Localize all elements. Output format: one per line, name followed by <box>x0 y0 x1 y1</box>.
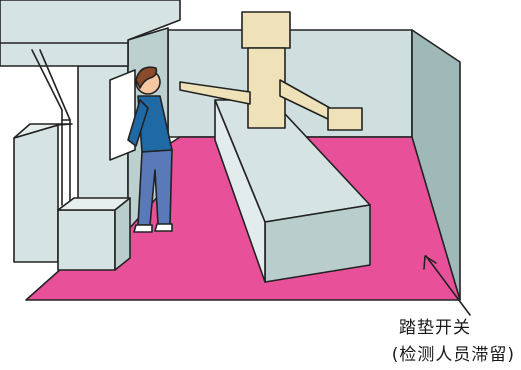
machine-top <box>0 0 181 67</box>
cabinet-left <box>13 124 59 263</box>
rail-1 <box>31 49 63 111</box>
cabinet-front <box>57 209 116 271</box>
pointer-line <box>425 255 471 316</box>
cabinet-front-side <box>114 197 131 271</box>
person-hair <box>135 66 158 89</box>
robot-arm-left <box>179 81 251 105</box>
rail-2 <box>39 49 71 121</box>
robot-head <box>241 11 291 49</box>
bed-side <box>214 99 266 283</box>
person-shoe-left <box>133 224 153 233</box>
person-shoe-right <box>154 223 173 232</box>
robot-gripper <box>327 107 363 131</box>
pointer-arrowhead <box>423 255 437 270</box>
person-arm <box>127 99 149 147</box>
mat-switch-label: 踏垫开关 <box>399 318 471 338</box>
cabinet-left-top <box>13 123 73 139</box>
mat-switch-sublabel: (检测人员滞留) <box>391 345 515 365</box>
door-panel <box>109 69 136 161</box>
